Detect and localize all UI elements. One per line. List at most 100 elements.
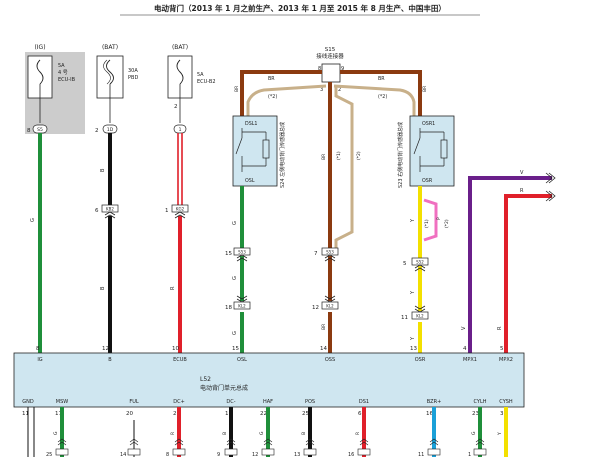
- svg-text:B: B: [301, 432, 307, 435]
- sensor-right-bottom-label: OSR: [422, 178, 433, 184]
- svg-text:KG2: KG2: [176, 207, 185, 212]
- svg-text:G: G: [232, 221, 238, 225]
- wire-tan-middle: [334, 86, 354, 248]
- sensor-right-switch: [413, 137, 421, 155]
- svg-text:9: 9: [341, 66, 344, 72]
- fuse-1-symbol: [36, 59, 44, 85]
- svg-text:GND: GND: [22, 399, 34, 405]
- svg-text:(*2): (*2): [268, 94, 277, 100]
- ecu-name: 电动背门单元总成: [200, 384, 248, 392]
- fuse-1-rating-1: 4 号: [58, 70, 68, 76]
- fuse-3-pin: 2: [174, 104, 178, 110]
- wire-tan-right: [333, 84, 416, 116]
- ecu-pin-name: B: [108, 357, 112, 363]
- conn-kg2-pin: 1: [165, 208, 169, 214]
- fuse-3-source: (BAT): [172, 44, 188, 51]
- svg-text:CYLH: CYLH: [473, 399, 486, 405]
- wire-tan-left: [246, 84, 327, 116]
- svg-text:23: 23: [472, 411, 479, 417]
- conn-kl2-left-pin: 18: [225, 305, 232, 311]
- svg-text:8: 8: [166, 452, 169, 457]
- wire-red-mpx2: [504, 194, 552, 353]
- conn-kl2-right: [411, 311, 429, 320]
- ecu-pin-name: IG: [37, 357, 42, 363]
- svg-text:16: 16: [348, 452, 354, 457]
- svg-text:DC+: DC+: [173, 399, 185, 405]
- fuse-3-symbol: [176, 59, 184, 85]
- svg-text:S53: S53: [326, 250, 334, 255]
- svg-text:BR: BR: [422, 86, 428, 92]
- svg-text:KL2: KL2: [416, 314, 424, 319]
- svg-text:Y: Y: [410, 218, 416, 223]
- ecu-bottom-pins: GND MSW FUL DC+ DC- HAF POS DS1 BZR+ CYL…: [22, 399, 513, 405]
- svg-text:R: R: [170, 432, 176, 435]
- svg-text:(*1): (*1): [424, 219, 430, 228]
- wire-pink-overlay: [423, 198, 438, 242]
- svg-text:FUL: FUL: [129, 399, 139, 405]
- svg-text:G: G: [53, 431, 59, 435]
- splice-box: [321, 63, 341, 83]
- svg-text:16: 16: [426, 411, 433, 417]
- fuse-3-rating-0: 5A: [197, 72, 204, 78]
- sensor-left-top-label: DSL1: [245, 121, 257, 127]
- svg-text:1: 1: [225, 411, 229, 417]
- svg-text:P: P: [436, 217, 442, 220]
- svg-text:B: B: [222, 432, 228, 435]
- svg-text:11: 11: [418, 452, 424, 457]
- fuse-3-connector: [173, 124, 187, 134]
- ecu-pin-name: MPX1: [463, 357, 477, 363]
- svg-text:1: 1: [468, 452, 471, 457]
- svg-text:R: R: [170, 286, 176, 290]
- svg-text:1: 1: [179, 127, 182, 133]
- conn-s53-mid-pin: 7: [314, 251, 318, 257]
- ecu-bottom-connectors: 25 14 8 9 12 13 16 11 1: [46, 438, 487, 457]
- svg-text:BR: BR: [321, 324, 327, 330]
- ecu-bottom-pin-numbers: 11 17 20 2 1 22 25 6 16 23 3: [22, 411, 504, 417]
- fuse-2-pin: 2: [95, 128, 99, 134]
- ecu-pin-num: 10: [172, 346, 179, 352]
- svg-text:KL2: KL2: [238, 304, 246, 309]
- ecu-pin-num: 13: [410, 346, 417, 352]
- conn-kb2-pin: 6: [95, 208, 99, 214]
- conn-kl2-left: [233, 301, 251, 310]
- conn-kl2-mid: [321, 301, 339, 310]
- ecu-pin-num: 14: [320, 346, 327, 352]
- svg-text:G: G: [259, 431, 265, 435]
- svg-text:6: 6: [358, 411, 362, 417]
- ecu-id: L52: [200, 376, 211, 383]
- svg-text:V: V: [461, 326, 467, 330]
- svg-text:R: R: [497, 326, 503, 330]
- ecu-bottom-wires: [27, 407, 508, 457]
- sensor-left-bottom-label: OSL: [245, 178, 255, 184]
- wire-brown-bus: [240, 70, 422, 116]
- svg-text:BR: BR: [321, 154, 327, 160]
- fuse-2-rating-1: PBD: [128, 75, 138, 81]
- svg-text:Y: Y: [497, 432, 503, 436]
- sensor-left-id: S24 左侧电动背门传感器总成: [279, 122, 286, 188]
- svg-text:(*1): (*1): [336, 151, 342, 160]
- fuse-1-rating-2: ECU-IB: [58, 77, 76, 83]
- svg-text:25: 25: [302, 411, 309, 417]
- fuse-2-rating-0: 30A: [128, 68, 138, 74]
- svg-text:HAF: HAF: [263, 399, 273, 405]
- svg-text:V: V: [520, 170, 524, 176]
- ecu-bottom-wire-labels: G R B G B R G Y: [53, 431, 503, 436]
- svg-text:3: 3: [500, 411, 504, 417]
- svg-text:25: 25: [46, 452, 52, 457]
- conn-s52-pin: 5: [403, 261, 407, 267]
- conn-kl2-right-pin: 11: [401, 315, 408, 321]
- svg-text:2: 2: [173, 411, 177, 417]
- svg-text:2: 2: [338, 87, 341, 93]
- svg-text:G: G: [232, 331, 238, 335]
- svg-text:G: G: [471, 431, 477, 435]
- svg-text:8: 8: [318, 66, 321, 72]
- wire-purple-mpx1: [468, 176, 552, 353]
- svg-text:BR: BR: [234, 86, 240, 92]
- ecu-pin-name: OSR: [415, 357, 426, 363]
- svg-text:12: 12: [252, 452, 258, 457]
- svg-text:Y: Y: [410, 336, 416, 341]
- fuse-2-symbol: [106, 59, 114, 85]
- sensor-right-top-label: OSR1: [422, 121, 435, 127]
- svg-text:Y: Y: [410, 290, 416, 295]
- svg-text:BR: BR: [378, 76, 385, 82]
